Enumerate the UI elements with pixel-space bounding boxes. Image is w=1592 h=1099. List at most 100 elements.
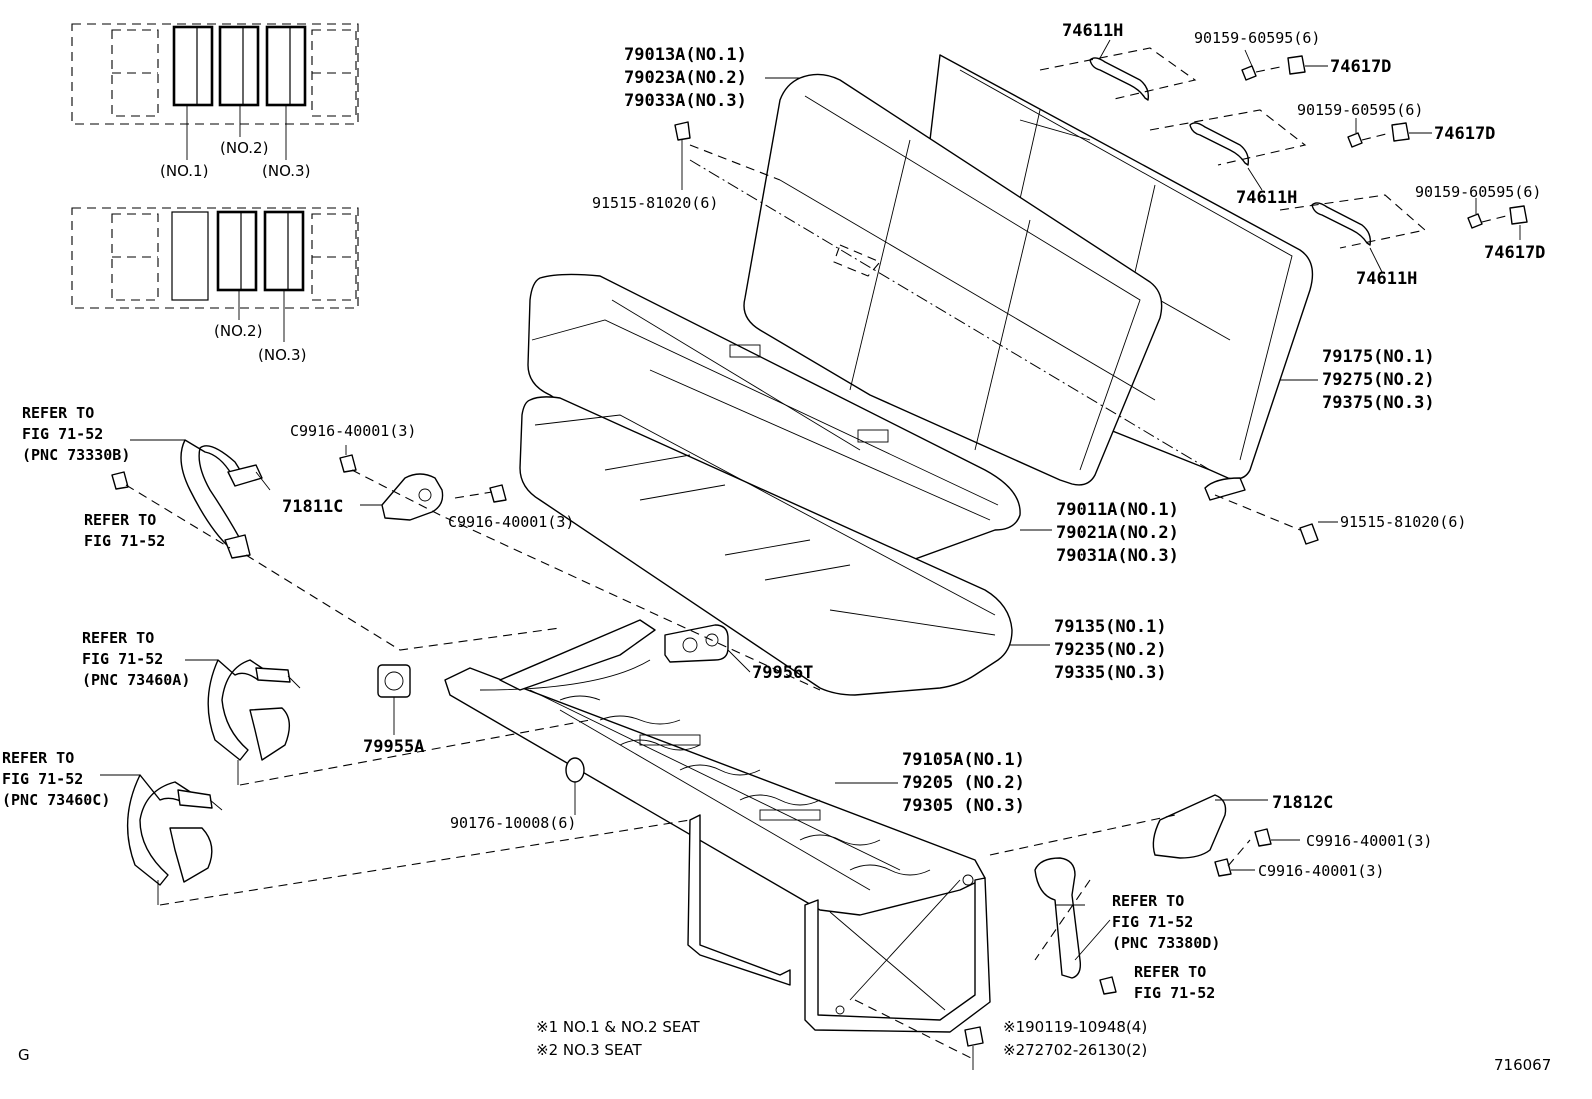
refer-line: FIG 71-52: [1134, 984, 1215, 1002]
refer-line: (PNC 73460C): [2, 791, 110, 809]
seat-locator-map-top: (NO.1) (NO.2) (NO.3): [71, 23, 359, 180]
seat-locator-map-bottom: (NO.2) (NO.3): [71, 207, 359, 364]
belt-buckle-73380d: [1034, 857, 1085, 979]
bolt-90119: [964, 1026, 984, 1070]
handle-74611h-top: [1089, 39, 1150, 101]
seat-belt-73460a: [207, 659, 301, 785]
refer-line: FIG 71-52: [22, 425, 103, 443]
screw-c9916-b: [489, 484, 507, 503]
label-79955a: 79955A: [363, 737, 424, 757]
label-79205: 79205 (NO.2): [902, 773, 1025, 793]
label-79033a: 79033A(NO.3): [624, 91, 747, 111]
diagram-number: 716067: [1494, 1056, 1551, 1074]
refer-line: REFER TO: [22, 404, 94, 422]
seat-frame: [444, 619, 991, 1033]
label-c9916-c: C9916-40001(3): [1306, 832, 1432, 850]
refer-line: REFER TO: [1112, 892, 1184, 910]
label-74611h-low: 74611H: [1356, 269, 1417, 289]
refer-line: FIG 71-52: [1112, 913, 1193, 931]
screw-91515-right: [1204, 477, 1319, 545]
clip-74617d-a: [1287, 55, 1328, 75]
refer-line: (PNC 73460A): [82, 671, 190, 689]
refer-line: REFER TO: [2, 749, 74, 767]
refer-line: REFER TO: [84, 511, 156, 529]
screw-c9916-a: [339, 445, 357, 473]
label-79375: 79375(NO.3): [1322, 393, 1435, 413]
refer-block-73380d: REFER TO FIG 71-52 (PNC 73380D): [1112, 892, 1220, 952]
label-71811c: 71811C: [282, 497, 343, 517]
nut-90176: [565, 757, 585, 815]
handle-74611h-mid: [1189, 122, 1263, 191]
label-74617d-c: 74617D: [1484, 243, 1545, 263]
refer-line: FIG 71-52: [2, 770, 83, 788]
label-90159-a: 90159-60595(6): [1194, 29, 1320, 47]
refer-block-buckle-screw: REFER TO FIG 71-52: [1134, 963, 1215, 1002]
seat-cushion-cover: [527, 273, 1021, 571]
corner-letter: G: [18, 1046, 30, 1064]
label-79023a: 79023A(NO.2): [624, 68, 747, 88]
label-74611h-top: 74611H: [1062, 21, 1123, 41]
clip-74617d-b: [1391, 122, 1432, 142]
seat-belt-73460c: [126, 774, 223, 905]
seat-cushion-pad: [519, 396, 1013, 696]
refer-line: REFER TO: [82, 629, 154, 647]
label-79275: 79275(NO.2): [1322, 370, 1435, 390]
screw-90159-c: [1467, 198, 1483, 229]
label-90176: 90176-10008(6): [450, 814, 576, 832]
clip-74617d-c: [1509, 205, 1528, 240]
seat-belt-73330b: [180, 439, 271, 559]
leader-lines: [100, 77, 1338, 961]
alignment-lines: [125, 47, 1511, 1061]
screw-c9916-c: [1254, 828, 1300, 847]
refer-block-73460c: REFER TO FIG 71-52 (PNC 73460C): [2, 749, 110, 809]
label-79011a: 79011A(NO.1): [1056, 500, 1179, 520]
label-79305: 79305 (NO.3): [902, 796, 1025, 816]
footnote-1: ※1 NO.1 & NO.2 SEAT: [536, 1018, 700, 1036]
hinge-79956t: [664, 624, 751, 673]
no2-label-bottom: (NO.2): [214, 322, 262, 340]
label-72702: ※272702-26130(2): [1003, 1041, 1147, 1059]
refer-block-belt-screw: REFER TO FIG 71-52: [84, 511, 165, 550]
screw-refer-belt: [111, 471, 129, 490]
screw-refer-buckle: [1099, 976, 1117, 995]
handle-74611h-low: [1311, 202, 1383, 273]
label-79335: 79335(NO.3): [1054, 663, 1167, 683]
label-91515-top: 91515-81020(6): [592, 194, 718, 212]
refer-block-73330b: REFER TO FIG 71-52 (PNC 73330B): [22, 404, 130, 464]
no3-label-bottom: (NO.3): [258, 346, 306, 364]
label-90159-b: 90159-60595(6): [1297, 101, 1423, 119]
label-c9916-d: C9916-40001(3): [1258, 862, 1384, 880]
no1-label-top: (NO.1): [160, 162, 208, 180]
screw-90159-a: [1241, 49, 1257, 81]
label-79235: 79235(NO.2): [1054, 640, 1167, 660]
screw-91515-top: [674, 121, 691, 190]
label-79105a: 79105A(NO.1): [902, 750, 1025, 770]
refer-line: (PNC 73330B): [22, 446, 130, 464]
seat-back-cover: [689, 73, 1211, 486]
label-90159-c: 90159-60595(6): [1415, 183, 1541, 201]
label-79175: 79175(NO.1): [1322, 347, 1435, 367]
refer-line: REFER TO: [1134, 963, 1206, 981]
screw-90159-b: [1347, 118, 1363, 148]
refer-line: FIG 71-52: [82, 650, 163, 668]
label-c9916-a: C9916-40001(3): [290, 422, 416, 440]
bushing-79955a: [377, 664, 411, 735]
label-71812c: 71812C: [1272, 793, 1333, 813]
refer-line: (PNC 73380D): [1112, 934, 1220, 952]
label-74617d-a: 74617D: [1330, 57, 1391, 77]
label-79135: 79135(NO.1): [1054, 617, 1167, 637]
label-79021a: 79021A(NO.2): [1056, 523, 1179, 543]
no2-label-top: (NO.2): [220, 139, 268, 157]
refer-block-73460a: REFER TO FIG 71-52 (PNC 73460A): [82, 629, 190, 689]
footnote-2: ※2 NO.3 SEAT: [536, 1041, 642, 1059]
label-74611h-mid: 74611H: [1236, 188, 1297, 208]
cover-71812c: [1152, 794, 1268, 859]
no3-label-top: (NO.3): [262, 162, 310, 180]
screw-c9916-d: [1214, 858, 1255, 877]
label-91515-right: 91515-81020(6): [1340, 513, 1466, 531]
refer-line: FIG 71-52: [84, 532, 165, 550]
label-c9916-b: C9916-40001(3): [448, 513, 574, 531]
label-74617d-b: 74617D: [1434, 124, 1495, 144]
label-90119: ※190119-10948(4): [1003, 1018, 1147, 1036]
